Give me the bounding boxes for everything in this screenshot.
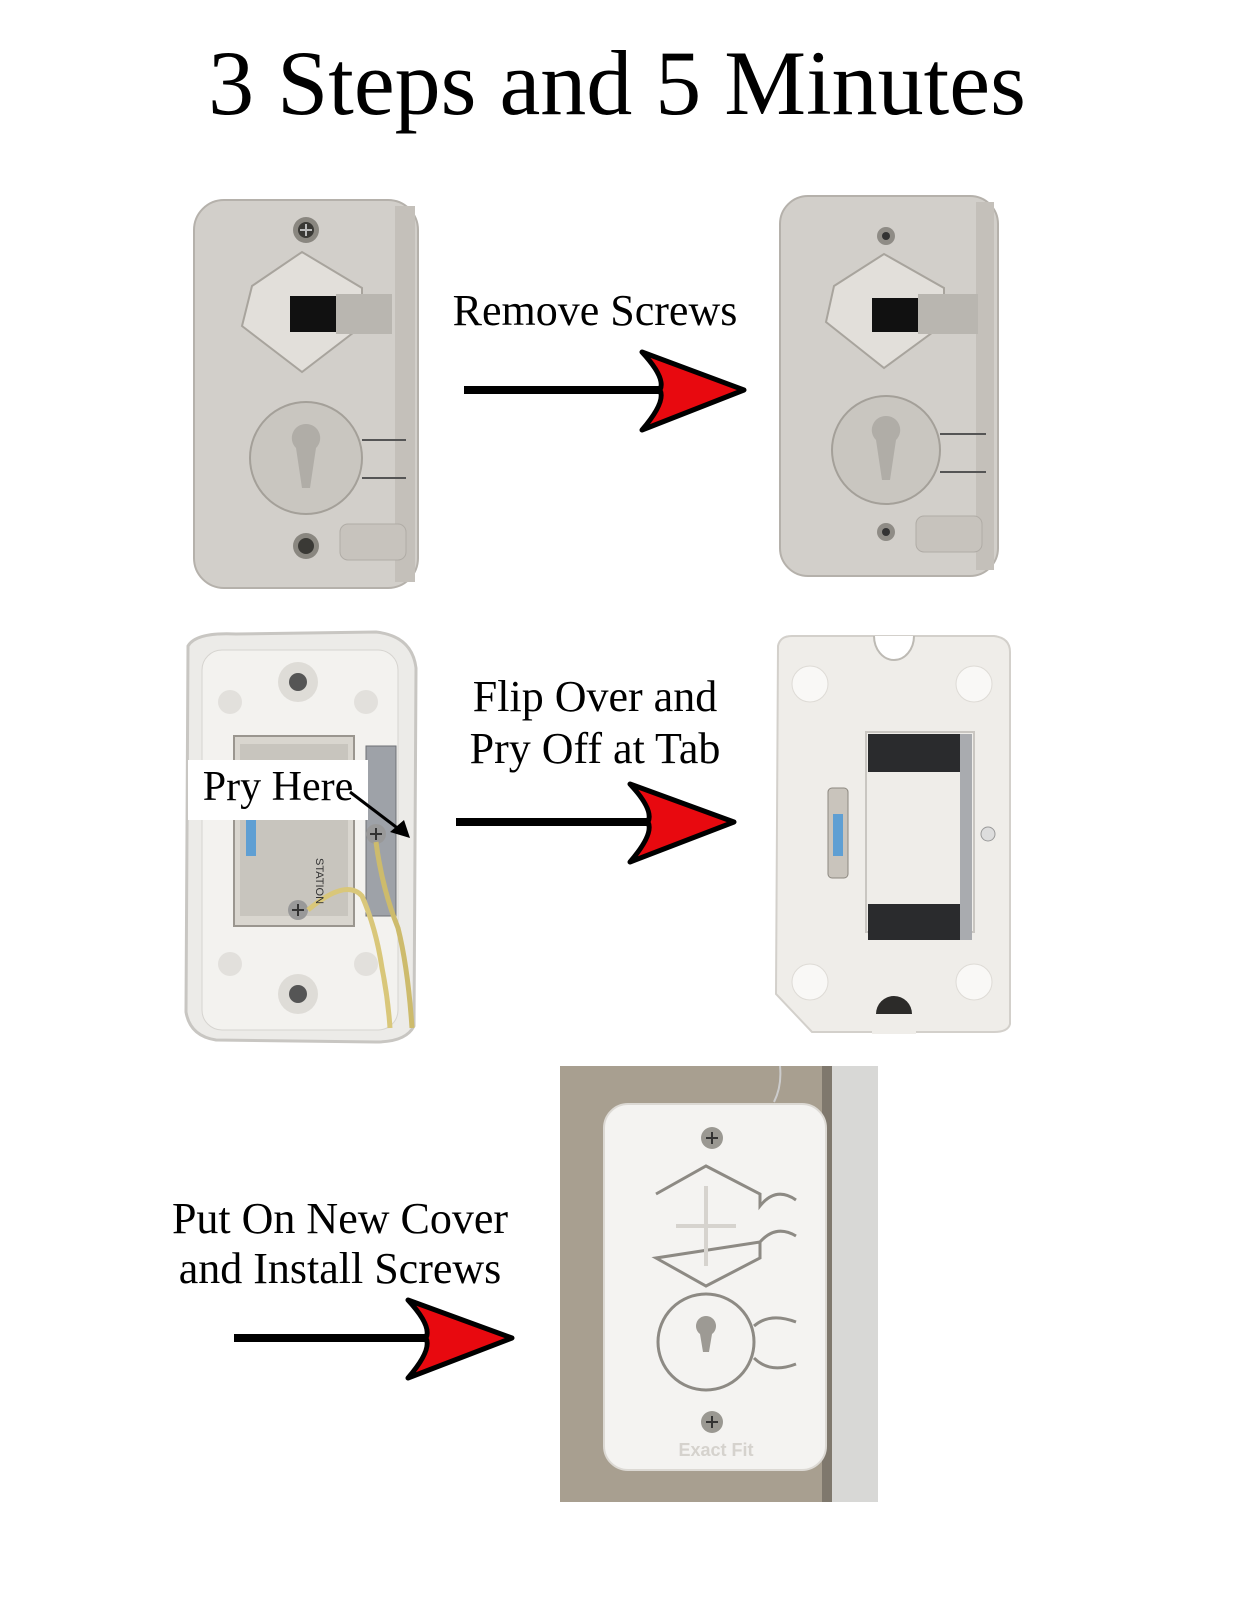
step2-caption-line2: Pry Off at Tab xyxy=(469,724,721,773)
step2-arrow xyxy=(456,781,737,865)
pry-here-label: Pry Here xyxy=(202,764,354,810)
step3-caption-line2: and Install Screws xyxy=(178,1244,502,1293)
old-cover-no-screws-photo xyxy=(776,192,1002,580)
pry-here-callout xyxy=(188,760,368,820)
plate-back-photo xyxy=(772,632,1014,1034)
exact-fit-brand: Exact Fit xyxy=(678,1440,753,1460)
step3-caption-line1: Put On New Cover xyxy=(171,1194,509,1243)
old-cover-photo xyxy=(190,196,422,592)
step2-caption-line1: Flip Over and xyxy=(472,672,718,721)
step3-arrow xyxy=(234,1297,515,1381)
switch-back-photo: STATION xyxy=(176,628,422,1048)
new-cover-photo: Exact Fit xyxy=(560,1066,878,1502)
step1-caption: Remove Screws xyxy=(452,286,738,335)
back-label-text: STATION xyxy=(313,858,325,904)
pry-here-pointer xyxy=(349,790,410,838)
page-title: 3 Steps and 5 Minutes xyxy=(208,32,1026,134)
step1-arrow xyxy=(464,349,747,433)
